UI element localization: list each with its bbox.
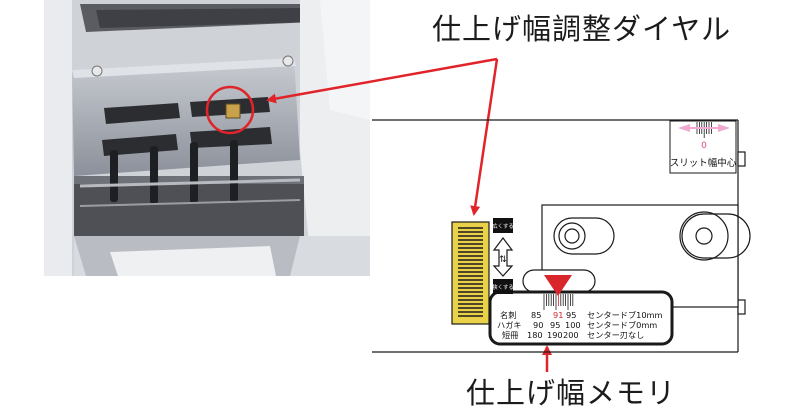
dial-direction-indicator: 広くする 狭くする ⇅ xyxy=(492,218,514,294)
dial-title: 仕上げ幅調整ダイヤル xyxy=(432,12,732,46)
dial-bottom-tag-bg xyxy=(493,279,513,294)
row-v1-3: 180 xyxy=(527,330,543,340)
dial-highlight-circle xyxy=(205,85,255,135)
row-v2-1: 91 xyxy=(553,310,563,320)
scale-pointer-triangle xyxy=(544,275,572,296)
scale-ticks xyxy=(543,294,574,310)
row-note-2: センタードブ0mm xyxy=(587,320,657,330)
panel-drawing xyxy=(372,119,751,353)
row-name-1: 名刺 xyxy=(500,310,516,320)
machine-photo xyxy=(44,0,370,276)
dial-bottom-tag: 狭くする xyxy=(492,283,514,291)
row-v1-1: 85 xyxy=(531,310,541,320)
pink-right-arrow-icon xyxy=(718,124,730,132)
memory-title: 仕上げ幅メモリ xyxy=(466,376,677,410)
pink-left-arrow-icon xyxy=(678,124,690,132)
row-note-1: センタードブ10mm xyxy=(587,310,663,320)
up-down-arrow-icon xyxy=(492,237,514,277)
row-v2-3: 190 xyxy=(547,330,563,340)
pointer-arrows xyxy=(266,57,552,372)
slit-center-label: スリット幅中心 xyxy=(670,157,737,169)
row-note-3: センター刃なし xyxy=(587,330,644,340)
rotate-glyph-icon: ⇅ xyxy=(499,255,507,265)
arrow-to-photo-dial xyxy=(266,57,498,104)
scale-table: 名刺 85 91 95 センタードブ10mm ハガキ 90 95 100 センタ… xyxy=(497,310,663,340)
slit-center-gauge: 0 スリット幅中心 xyxy=(669,120,737,174)
arrow-to-dial xyxy=(470,58,499,216)
slot-right xyxy=(679,211,751,261)
dial-top-tag-bg xyxy=(493,218,513,233)
dial-top-tag: 広くする xyxy=(492,222,514,230)
row-v1-2: 90 xyxy=(533,320,543,330)
slot-left xyxy=(553,217,615,255)
row-v3-2: 100 xyxy=(565,320,581,330)
row-v3-3: 200 xyxy=(563,330,579,340)
slit-zero-label: 0 xyxy=(701,141,707,151)
row-name-2: ハガキ xyxy=(497,320,522,330)
row-name-3: 短冊 xyxy=(502,330,518,340)
row-v2-2: 95 xyxy=(550,320,560,330)
width-adjust-dial[interactable] xyxy=(451,221,490,325)
row-v3-1: 95 xyxy=(566,310,576,320)
